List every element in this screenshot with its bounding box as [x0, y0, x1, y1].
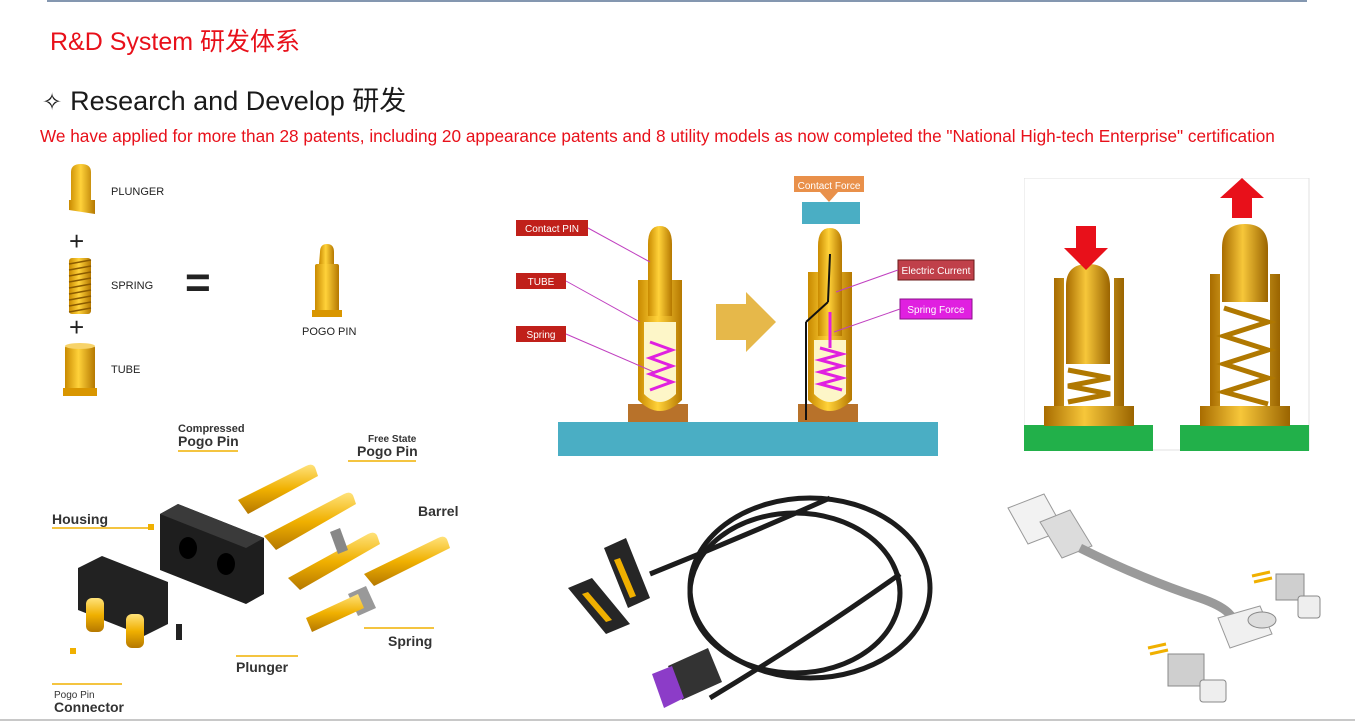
plunger-image: [69, 164, 95, 214]
spring-force-label: Spring Force: [907, 305, 965, 316]
usb-adapter-image: [1007, 493, 1321, 703]
exploded-connector-diagram: Compressed Pogo Pin Free State Pogo Pin …: [52, 423, 458, 715]
spring-tag: [516, 326, 566, 342]
pin-uncompressed: [628, 226, 688, 422]
contact-surface: [802, 202, 860, 224]
connector-image: [78, 556, 182, 648]
contact-force-arrow: [794, 176, 864, 202]
usb-connector-icon: [1007, 493, 1093, 559]
top-divider: [47, 0, 1307, 2]
spring-label: SPRING: [111, 280, 153, 292]
base-plate: [558, 422, 938, 456]
cross-section-diagram: [1024, 178, 1310, 451]
pogo-pin-image: [312, 244, 342, 317]
pin-compressed: [798, 228, 858, 422]
green-base-left: [1024, 425, 1153, 451]
plus-sign-1: +: [69, 226, 84, 256]
section-heading-text: Research and Develop 研发: [70, 86, 407, 116]
pin-free-section: [1200, 224, 1290, 426]
pin-compressed-section: [1044, 264, 1134, 426]
housing-image: [160, 504, 264, 604]
patent-description: We have applied for more than 28 patents…: [40, 126, 1275, 146]
free-state-label-1: Free State: [368, 434, 417, 445]
connector-label-2: Connector: [54, 699, 125, 715]
plus-sign-2: +: [69, 312, 84, 342]
arrow-up-icon: [1220, 178, 1264, 218]
compressed-label-2: Pogo Pin: [178, 433, 239, 449]
spring-exploded-label: Spring: [388, 633, 432, 649]
magnetic-cable-image: [568, 495, 933, 708]
pogo-pin-images: [238, 464, 450, 632]
usb-plug-icon: [652, 648, 722, 708]
equals-sign: =: [185, 258, 211, 307]
green-base-right: [1180, 425, 1309, 451]
compressed-label-1: Compressed: [178, 423, 245, 435]
arrow-right-icon: [716, 292, 776, 352]
contact-pin-tag: [516, 220, 588, 236]
star-icon: ✧: [42, 89, 63, 116]
free-state-label-2: Pogo Pin: [357, 443, 418, 459]
small-connector-parts: [1147, 570, 1321, 703]
electric-current-label: Electric Current: [902, 266, 971, 277]
components-diagram: PLUNGER + SPRING + TUBE = POGO PIN: [63, 164, 356, 396]
plunger-exploded-label: Plunger: [236, 659, 289, 675]
section-heading: ✧ Research and Develop 研发: [42, 79, 406, 118]
contact-pin-label: Contact PIN: [525, 224, 579, 235]
housing-label: Housing: [52, 511, 108, 527]
working-principle-diagram: Contact Force Contact PIN TUBE Spring El…: [516, 176, 975, 456]
pogo-pin-label: POGO PIN: [302, 326, 356, 338]
contact-force-label: Contact Force: [798, 181, 861, 192]
connector-label-1: Pogo Pin: [54, 690, 95, 701]
magnetic-plug-icon: [568, 538, 650, 634]
plunger-label: PLUNGER: [111, 186, 164, 198]
barrel-label: Barrel: [418, 503, 458, 519]
arrow-down-icon: [1064, 226, 1108, 270]
page-title: R&D System 研发体系: [50, 28, 301, 56]
magnetic-adapter-icon: [1217, 605, 1277, 649]
spring-image: [68, 258, 92, 314]
spring-working-label: Spring: [527, 330, 556, 341]
tube-working-label: TUBE: [528, 277, 555, 288]
tube-image: [63, 343, 97, 396]
tube-label: TUBE: [111, 364, 140, 376]
tube-tag: [516, 273, 566, 289]
bottom-divider: [0, 719, 1355, 721]
